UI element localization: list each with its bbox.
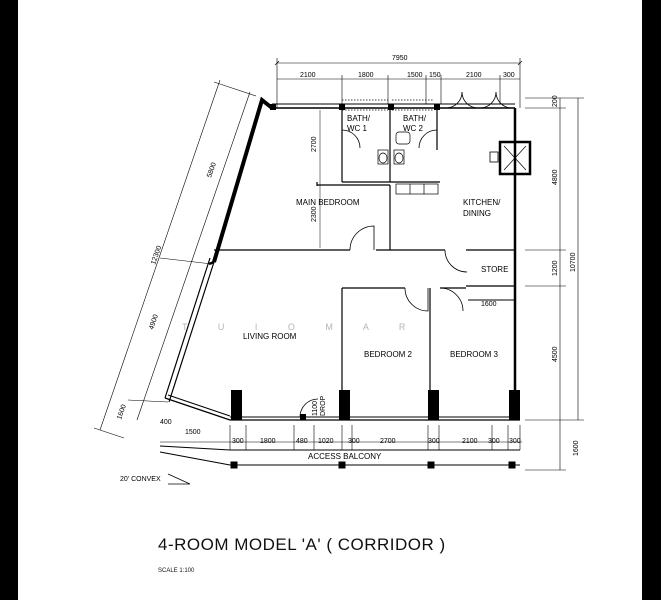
- dim-right-1: 4800: [552, 169, 559, 185]
- walls: [164, 96, 520, 421]
- label-drop-number: 1100: [312, 401, 319, 416]
- dim-top-overall: 7950: [392, 55, 408, 62]
- floor-plan-drawing: 7950 2100 1800 1500 150 2100 300 200 480…: [93, 55, 584, 485]
- bottom-dimension-lines: [160, 425, 522, 450]
- label-bedroom2: BEDROOM 2: [364, 350, 413, 359]
- label-main-bedroom: MAIN BEDROOM: [296, 198, 360, 207]
- label-access-balcony: ACCESS BALCONY: [308, 452, 382, 461]
- refuse-chute: [489, 140, 532, 176]
- dim-left-0: 5800: [206, 162, 218, 179]
- dim-bottom-2: 480: [296, 438, 308, 445]
- plan-title: 4-ROOM MODEL 'A' ( CORRIDOR ): [158, 535, 446, 554]
- windows: [342, 99, 434, 111]
- dim-left-1: 4900: [148, 314, 160, 331]
- dim-bottom-9: 300: [509, 438, 521, 445]
- dim-bottom-small: 400: [160, 419, 172, 426]
- label-kitchen-line2: DINING: [463, 209, 491, 218]
- label-convex: 20' CONVEX: [120, 476, 161, 483]
- access-balcony: [159, 445, 520, 485]
- label-kitchen-line1: KITCHEN/: [463, 198, 501, 207]
- dim-bottom-4: 300: [348, 438, 360, 445]
- dim-interior-1: 2300: [311, 206, 318, 222]
- dim-right-0: 200: [552, 95, 559, 107]
- columns: [231, 104, 520, 420]
- label-bedroom3: BEDROOM 3: [450, 350, 499, 359]
- dim-right-bottom: 1600: [573, 440, 580, 456]
- dim-top-3: 150: [429, 72, 441, 79]
- dim-left-overall: 12300: [150, 245, 163, 266]
- dim-left-2: 1600: [116, 404, 128, 421]
- top-dimension-lines: [274, 58, 523, 108]
- dim-bottom-3: 1020: [318, 438, 334, 445]
- label-drop: DROP: [320, 395, 327, 416]
- label-living-room: LIVING ROOM: [243, 332, 297, 341]
- label-bath1-line2: WC 1: [347, 124, 368, 133]
- label-bath1-line1: BATH/: [347, 114, 371, 123]
- dim-top-5: 300: [503, 72, 515, 79]
- dim-interior-0: 2700: [311, 136, 318, 152]
- dim-bottom-5: 2700: [380, 438, 396, 445]
- dim-top-2: 1500: [407, 72, 423, 79]
- drawing-sheet: 7950 2100 1800 1500 150 2100 300 200 480…: [18, 0, 642, 600]
- dim-interior-2: 1600: [481, 301, 497, 308]
- doors: [299, 91, 513, 418]
- dim-bottom-7: 2100: [462, 438, 478, 445]
- dim-bottom-left: 1500: [185, 429, 201, 436]
- dim-bottom-0: 300: [232, 438, 244, 445]
- left-dimension-lines: [93, 79, 257, 439]
- bathroom-fixtures: [377, 131, 439, 195]
- right-dimension-lines: [525, 97, 584, 471]
- dim-right-3: 4500: [552, 346, 559, 362]
- label-store: STORE: [481, 265, 508, 274]
- dim-top-1: 1800: [358, 72, 374, 79]
- dim-bottom-6: 300: [428, 438, 440, 445]
- plan-scale: SCALE 1:100: [158, 568, 195, 574]
- dim-top-0: 2100: [300, 72, 316, 79]
- label-bath2-line2: WC 2: [403, 124, 424, 133]
- watermark: T U I O M A R: [182, 322, 419, 332]
- dim-top-4: 2100: [466, 72, 482, 79]
- label-bath2-line1: BATH/: [403, 114, 427, 123]
- dim-right-overall: 10700: [570, 252, 577, 272]
- dim-right-2: 1200: [552, 260, 559, 276]
- dim-bottom-8: 300: [488, 438, 500, 445]
- dim-bottom-1: 1800: [260, 438, 276, 445]
